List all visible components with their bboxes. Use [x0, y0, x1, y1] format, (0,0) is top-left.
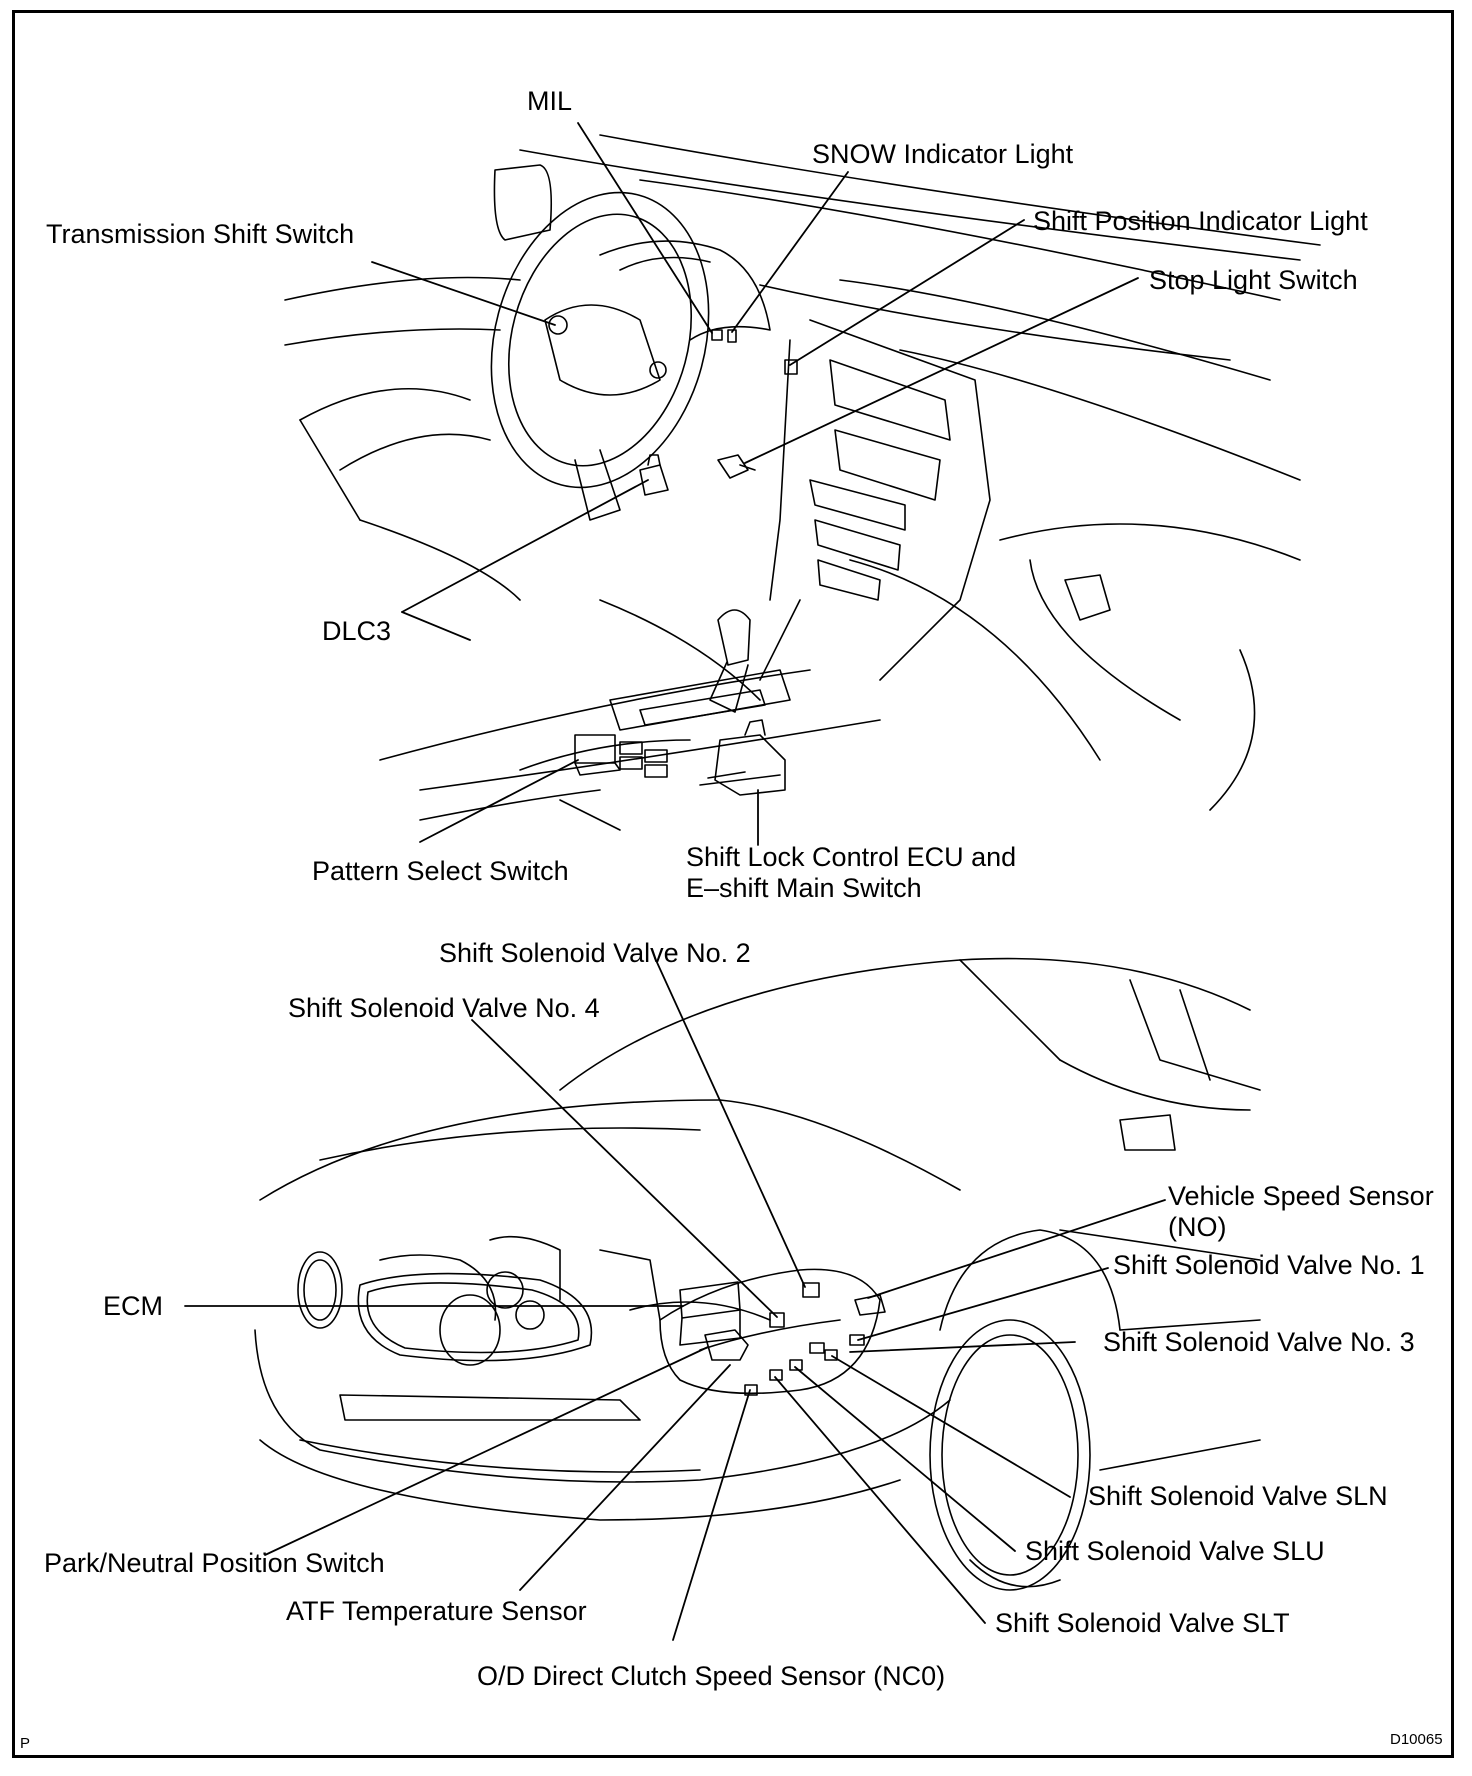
label-transmission-shift-switch: Transmission Shift Switch [46, 219, 355, 249]
leader-lines [184, 122, 1166, 1641]
diagram-frame [12, 10, 1454, 1758]
footer-figure-id: D10065 [1390, 1731, 1443, 1748]
label-stop-light-switch: Stop Light Switch [1149, 265, 1358, 295]
label-pattern-select-switch: Pattern Select Switch [312, 856, 569, 886]
label-shift-position-indicator-light: Shift Position Indicator Light [1033, 206, 1368, 236]
label-vehicle-speed-sensor: Vehicle Speed Sensor (NO) [1168, 1181, 1434, 1243]
label-shift-solenoid-valve-no4: Shift Solenoid Valve No. 4 [288, 993, 600, 1023]
label-od-direct-clutch-speed-sensor: O/D Direct Clutch Speed Sensor (NC0) [477, 1661, 946, 1691]
label-vss-line1: Vehicle Speed Sensor [1168, 1181, 1434, 1211]
label-shift-solenoid-valve-no3: Shift Solenoid Valve No. 3 [1103, 1327, 1415, 1357]
interior-outline [284, 134, 1321, 831]
car-outline [254, 957, 1261, 1591]
label-park-neutral-position-switch: Park/Neutral Position Switch [44, 1548, 385, 1578]
label-shift-lock-control-ecu: Shift Lock Control ECU and E–shift Main … [686, 842, 1016, 904]
label-vss-line2: (NO) [1168, 1212, 1227, 1242]
label-shift-lock-line1: Shift Lock Control ECU and [686, 842, 1017, 872]
label-shift-solenoid-valve-slt: Shift Solenoid Valve SLT [995, 1608, 1290, 1638]
label-mil: MIL [527, 86, 573, 116]
label-snow-indicator-light: SNOW Indicator Light [812, 139, 1074, 169]
footer-page-code: P [20, 1735, 31, 1752]
label-atf-temperature-sensor: ATF Temperature Sensor [286, 1596, 587, 1626]
label-ecm: ECM [103, 1291, 163, 1321]
label-shift-solenoid-valve-slu: Shift Solenoid Valve SLU [1025, 1536, 1325, 1566]
label-shift-solenoid-valve-no1: Shift Solenoid Valve No. 1 [1113, 1250, 1425, 1280]
label-dlc3: DLC3 [322, 616, 392, 646]
label-shift-lock-line2: E–shift Main Switch [686, 873, 922, 903]
label-shift-solenoid-valve-sln: Shift Solenoid Valve SLN [1088, 1481, 1388, 1511]
label-shift-solenoid-valve-no2: Shift Solenoid Valve No. 2 [439, 938, 751, 968]
